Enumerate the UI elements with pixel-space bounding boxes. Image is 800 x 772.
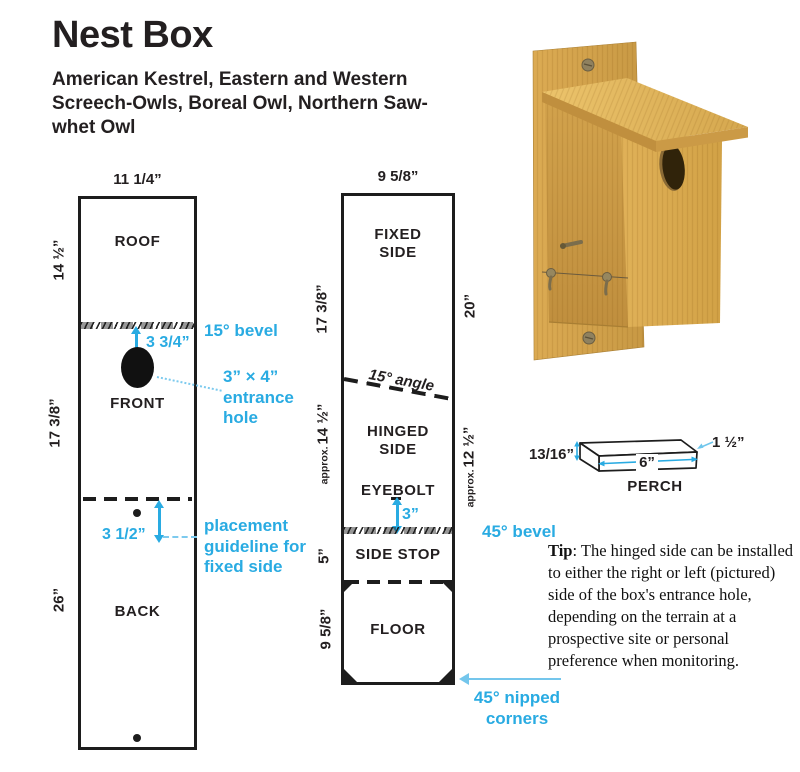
fixed-side-guideline	[83, 497, 192, 501]
floor-label: FLOOR	[370, 621, 426, 638]
nipped-corner-note: 45° nipped corners	[473, 688, 561, 728]
perch-label: PERCH	[627, 478, 683, 495]
perch-width-dimension: 1 ½”	[712, 434, 745, 451]
nipped-corner-pointer	[461, 678, 561, 680]
hole-offset-dimension: 3 3/4”	[146, 334, 190, 351]
hinge-screw-left	[546, 268, 556, 291]
fixed-side-right-dimension: 20”	[461, 293, 479, 319]
perch-width-leader	[697, 441, 714, 449]
tip-note: Tip: The hinged side can be installed to…	[548, 540, 795, 672]
page-title: Nest Box	[52, 14, 213, 56]
middle-board-outline	[341, 193, 455, 685]
tip-label: Tip	[548, 541, 573, 560]
left-board-outline	[78, 196, 197, 750]
hinged-side-label: HINGED SIDE	[367, 423, 429, 458]
guideline-offset-arrow	[158, 506, 161, 537]
fixed-side-label: FIXED SIDE	[374, 226, 422, 261]
perch-thickness-dimension: 13/16”	[528, 446, 574, 463]
pilot-hole-dot-lower	[133, 734, 141, 742]
roof-section-label: ROOF	[114, 233, 161, 250]
placement-guideline-note: placement guideline for fixed side	[204, 516, 306, 577]
fixed-side-left-dimension: 17 3/8”	[313, 284, 331, 334]
front-section-label: FRONT	[110, 395, 165, 412]
eyebolt-offset-arrow	[396, 503, 399, 528]
hinged-side-right-dimension: approx.12 ½”	[460, 426, 478, 508]
side-stop-left-dimension: 5”	[315, 548, 333, 564]
eyebolt-offset-dimension: 3”	[402, 506, 419, 523]
nipped-corner-marker	[344, 580, 356, 592]
screw-slot	[583, 63, 593, 67]
bevel-note-middle: 45° bevel	[482, 522, 556, 541]
guideline-offset-extension	[163, 536, 197, 538]
perch-left-face	[579, 442, 600, 472]
perch-thickness-arrow	[574, 441, 580, 461]
nest-box-illustration	[532, 41, 748, 361]
bevel-note-left: 15° bevel	[204, 321, 278, 340]
roof-slab	[542, 78, 748, 152]
nipped-corner-marker	[439, 669, 452, 682]
eyebolt-label: EYEBOLT	[361, 482, 435, 499]
guideline-offset-dimension: 3 1/2”	[102, 526, 146, 543]
hinged-side-face	[544, 101, 629, 328]
nipped-corner-marker	[344, 669, 357, 682]
front-side-dimension: 17 3/8”	[46, 398, 64, 448]
back-side-dimension: 26”	[50, 587, 68, 613]
left-board-top-width: 11 1/4”	[113, 171, 162, 188]
eyebolt-hardware	[560, 240, 583, 249]
side-stop-label: SIDE STOP	[355, 546, 441, 563]
hinge-screw-right	[602, 272, 612, 296]
entrance-hole-note: 3” × 4” entrance hole	[223, 367, 294, 428]
floor-cut-line	[346, 580, 450, 584]
hinge-line	[541, 271, 629, 279]
roof-side-dimension: 14 ½”	[50, 239, 68, 281]
hinged-side-left-dimension: approx.14 ½”	[314, 403, 332, 485]
entrance-hole	[121, 347, 154, 388]
middle-board-top-width: 9 5/8”	[377, 168, 419, 185]
perch-length-dimension: 6”	[636, 454, 658, 471]
pilot-hole-dot-upper	[133, 509, 141, 517]
nipped-corner-marker	[440, 580, 452, 592]
entrance-hole-3d	[659, 143, 685, 191]
front-face	[621, 127, 722, 327]
back-section-label: BACK	[114, 603, 161, 620]
floor-left-dimension: 9 5/8”	[317, 608, 335, 650]
tip-body: : The hinged side can be installed to ei…	[548, 541, 794, 670]
side-bevel-hatch	[344, 527, 452, 534]
page-subtitle: American Kestrel, Eastern and Western Sc…	[52, 69, 428, 138]
screw-slot	[584, 336, 594, 340]
